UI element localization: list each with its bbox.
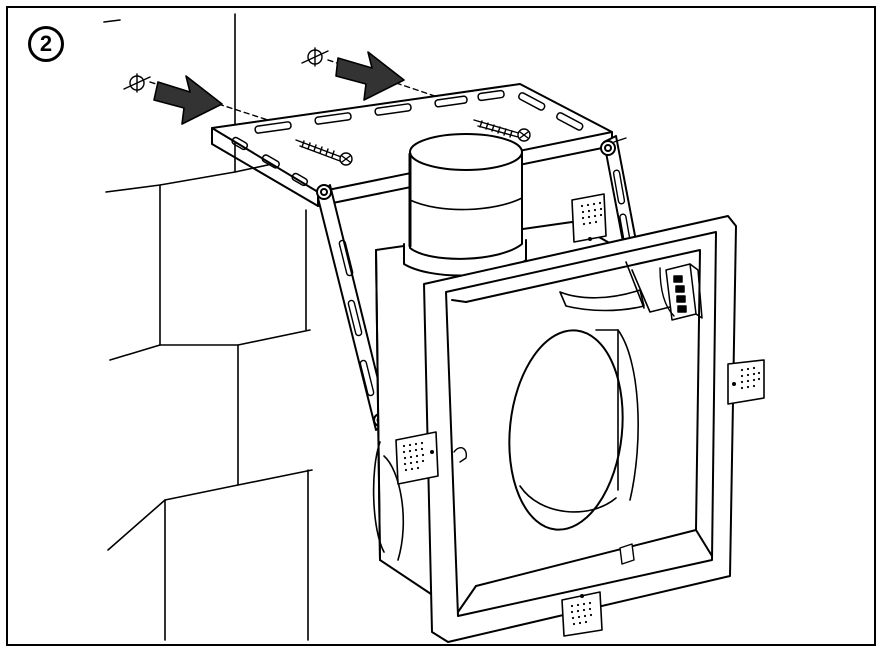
- wall-icon: [103, 13, 313, 641]
- push-direction-arrow-icon: [153, 75, 223, 125]
- screw-icon: [473, 119, 531, 142]
- push-direction-arrow-icon: [335, 51, 405, 101]
- fixing-tab-icon: [395, 431, 439, 485]
- fixing-tab-icon: [571, 193, 607, 243]
- front-frame: [423, 215, 737, 643]
- figure-frame: [6, 6, 876, 646]
- fixing-tab-icon: [561, 591, 603, 637]
- spigot-icon: [403, 133, 527, 277]
- step-number-badge: 2: [28, 26, 64, 62]
- screw-icon: [295, 139, 353, 166]
- fixing-tab-icon: [727, 359, 765, 405]
- terminal-block-icon: [659, 263, 703, 321]
